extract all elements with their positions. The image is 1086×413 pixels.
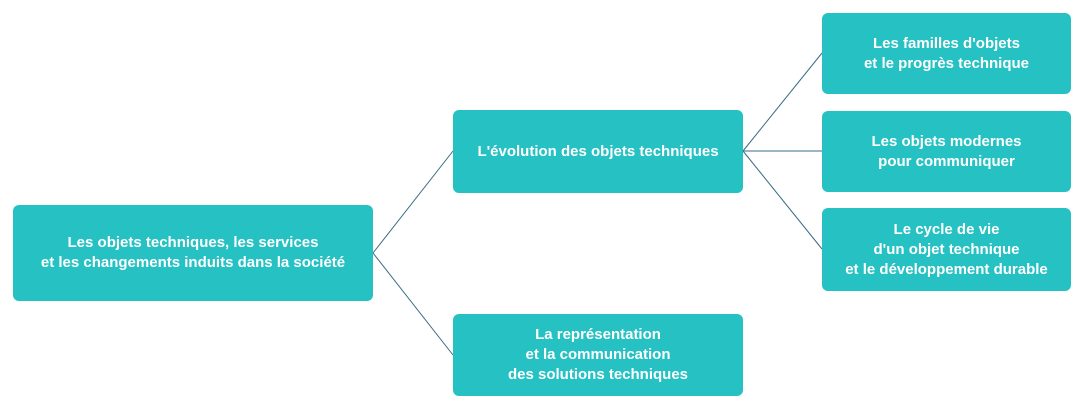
representation-node: La représentation et la communication de… [453,314,743,396]
evolution-node: L'évolution des objets techniques [453,110,743,193]
root-node-line-1: Les objets techniques, les services [67,234,319,251]
representation-node-line-3: des solutions techniques [507,366,689,383]
root-node: Les objets techniques, les services et l… [13,205,373,301]
connector-evolution-to-cycle [742,150,823,250]
familles-node-line-2: et le progrès technique [863,54,1030,72]
connector-evolution-to-familles [742,52,823,152]
cycle-de-vie-node-line-1: Le cycle de vie [893,220,1000,238]
representation-node-line-1: La représentation [535,326,661,343]
evolution-node-line-1: L'évolution des objets techniques [477,142,719,160]
cycle-de-vie-node: Le cycle de vie d'un objet technique et … [822,208,1071,291]
objets-modernes-node-line-1: Les objets modernes [871,132,1022,150]
objets-modernes-node-line-2: pour communiquer [878,152,1015,170]
familles-node-line-1: Les familles d'objets [873,34,1020,52]
cycle-de-vie-node-line-3: et le développement durable [845,260,1048,278]
representation-node-line-2: et la communication [525,346,671,363]
connector-root-to-evolution [372,150,454,254]
cycle-de-vie-node-line-2: d'un objet technique [873,240,1020,258]
connector-root-to-representation [372,252,454,356]
objets-modernes-node: Les objets modernes pour communiquer [822,111,1071,192]
familles-node: Les familles d'objets et le progrès tech… [822,13,1071,94]
root-node-line-2: et les changements induits dans la socié… [40,254,346,271]
